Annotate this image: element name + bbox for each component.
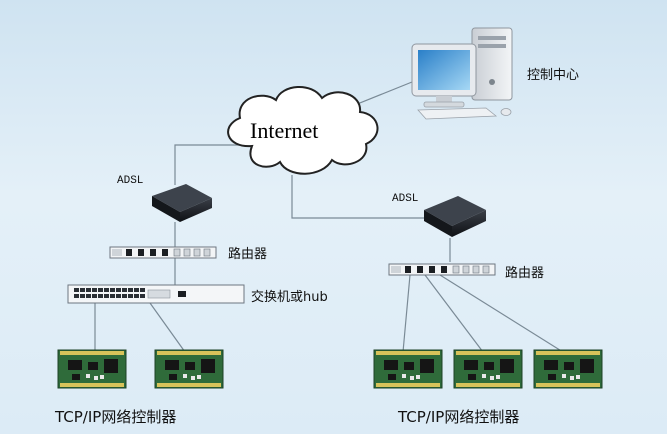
router-right-label: 路由器 (505, 266, 545, 281)
link-router-ctrl-5 (439, 274, 564, 353)
router-right-icon (388, 263, 496, 276)
controllers-right-label: TCP/IP网络控制器 (398, 408, 520, 426)
controllers-left-label: TCP/IP网络控制器 (55, 408, 177, 426)
link-router-ctrl-3 (402, 274, 411, 353)
link-router-ctrl-4 (424, 274, 484, 353)
controller-boards (57, 349, 603, 389)
internet-label: Internet (250, 118, 319, 143)
computer-icon (411, 27, 513, 120)
controller-board-icon (533, 349, 603, 389)
controller-board-icon (57, 349, 127, 389)
controller-board-icon (154, 349, 224, 389)
connection-lines (94, 81, 564, 353)
internet-cloud (227, 85, 379, 175)
adsl-right-label: ADSL (392, 193, 419, 205)
link-switch-ctrl-2 (149, 302, 186, 353)
adsl-modem-left-icon (152, 184, 212, 222)
link-internet-adsl-left (174, 144, 240, 185)
adsl-left-label: ADSL (117, 175, 144, 187)
controller-board-icon (373, 349, 443, 389)
control-center-label: 控制中心 (527, 68, 580, 83)
router-left-label: 路由器 (228, 247, 268, 262)
router-left-icon (109, 246, 217, 259)
adsl-modem-right-icon (424, 196, 486, 237)
link-internet-adsl-right (291, 175, 425, 219)
switch-icon (67, 284, 245, 304)
switch-label: 交换机或hub (251, 290, 328, 305)
controller-board-icon (453, 349, 523, 389)
